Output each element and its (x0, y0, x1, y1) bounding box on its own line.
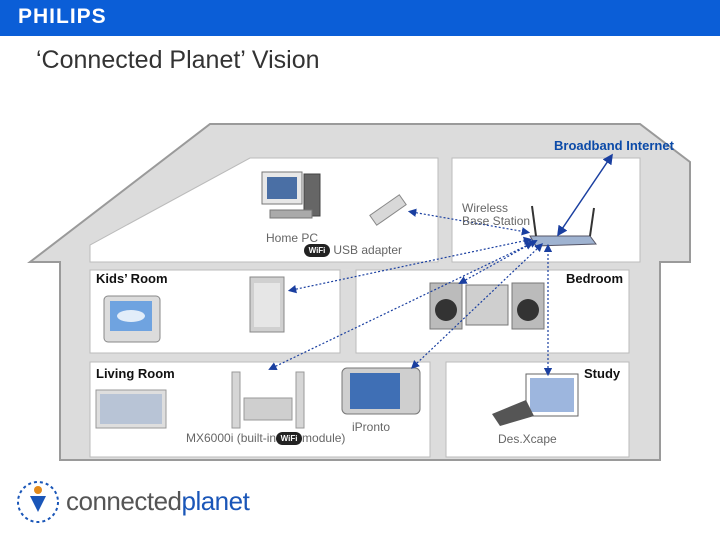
wireless-label-1: Wireless (462, 201, 509, 215)
link-broadband (557, 153, 613, 237)
usb-adapter-icon (369, 194, 407, 226)
link-ipronto (410, 243, 544, 369)
desxcape-label: Des.Xcape (498, 432, 557, 446)
tv-icon (103, 295, 161, 343)
philips-logo: PHILIPS (18, 5, 107, 28)
flat-tv-icon (95, 389, 167, 429)
page-title: ‘Connected Planet’ Vision (36, 46, 320, 74)
wifi-badge-icon: WiFi (304, 244, 330, 258)
ipronto-label: iPronto (352, 420, 391, 434)
home-theater-icon (231, 371, 305, 429)
link-pc (407, 208, 531, 236)
connected-planet-logo-icon (17, 481, 59, 523)
bedroom-label: Bedroom (566, 271, 624, 286)
wifi-badge-icon: WiFi (276, 432, 303, 446)
connected-planet-logo: connectedplanet (66, 486, 250, 516)
living-room-label: Living Room (96, 366, 175, 381)
broadband-label: Broadband Internet (554, 138, 674, 153)
wireless-label-2: Base Station (462, 214, 531, 228)
ipronto-icon (341, 367, 421, 415)
usb-adapter-label: WiFi USB adapter (304, 243, 402, 258)
stereo-icon (429, 282, 545, 330)
home-pc-label: Home PC (266, 231, 319, 245)
header-bar: PHILIPS (0, 0, 720, 36)
storage-server-icon (249, 276, 285, 333)
home-pc-icon (261, 171, 321, 219)
study-label: Study (584, 366, 621, 381)
kids-room-label: Kids’ Room (96, 271, 168, 286)
